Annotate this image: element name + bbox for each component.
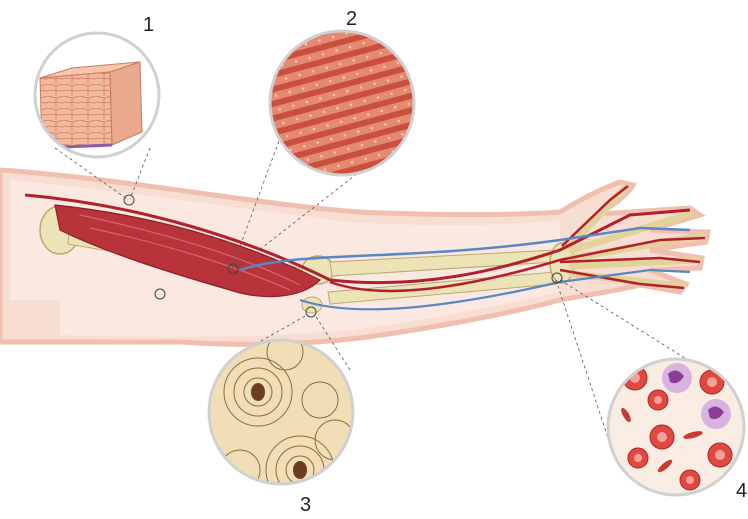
label-2: 2 (346, 8, 357, 31)
label-1: 1 (143, 14, 154, 37)
label-4: 4 (736, 480, 747, 503)
inset-3-compact-bone (209, 334, 355, 504)
inset-1-epithelial-tissue (35, 33, 159, 157)
inset-4-blood (608, 359, 744, 495)
label-3: 3 (300, 494, 311, 517)
inset-2-skeletal-muscle (260, 20, 430, 190)
